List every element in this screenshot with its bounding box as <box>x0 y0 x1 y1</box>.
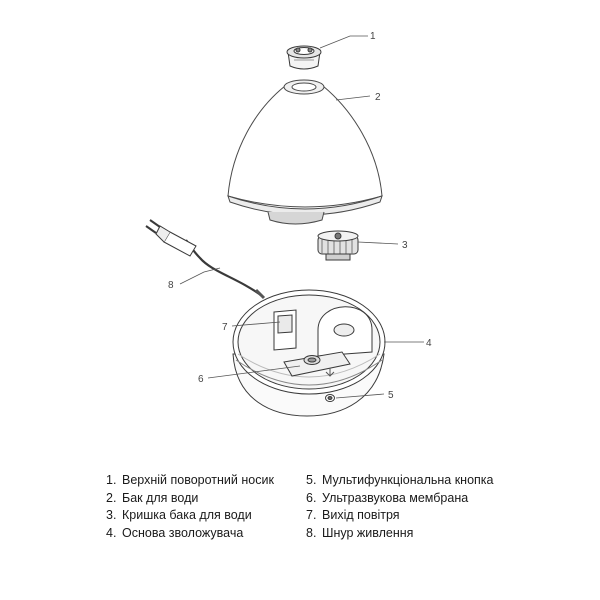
legend-item: 4. Основа зволожувача <box>106 525 274 543</box>
callout-8: 8 <box>168 280 174 291</box>
legend-item-label: Мультифункціональна кнопка <box>322 473 494 487</box>
legend-item-label: Вихід повітря <box>322 508 400 522</box>
legend-item: 6. Ультразвукова мембрана <box>306 490 494 508</box>
legend-item-number: 4. <box>106 525 117 540</box>
callout-2: 2 <box>375 92 381 103</box>
water-tank-part <box>227 79 383 225</box>
air-outlet-part <box>273 309 297 351</box>
callout-1: 1 <box>370 31 376 42</box>
leader-line-1 <box>319 35 368 49</box>
leader-line-2 <box>335 95 371 101</box>
leader-line-5 <box>335 393 385 399</box>
legend-item-number: 1. <box>106 473 117 487</box>
legend-item: 8. Шнур живлення <box>306 525 494 543</box>
callout-6: 6 <box>198 374 204 385</box>
legend-right-column: 5. Мультифункціональна кнопка 6. Ультразву… <box>306 472 494 542</box>
top-nozzle-part <box>286 45 322 70</box>
power-cord-part <box>145 219 266 300</box>
legend-item: 1. Верхній поворотний носик <box>106 472 274 490</box>
legend-item-number: 5. <box>306 473 317 487</box>
legend-item-number: 3. <box>106 508 117 522</box>
callout-7: 7 <box>222 322 228 333</box>
legend-item-number: 7. <box>306 508 317 522</box>
ultrasonic-membrane-part <box>283 306 373 377</box>
legend-item-label: Верхній поворотний носик <box>122 473 274 487</box>
leader-line-3 <box>357 241 399 245</box>
legend-item-number: 2. <box>106 490 117 505</box>
tank-cap-part <box>317 230 359 261</box>
legend-item: 7. Вихід повітря <box>306 507 494 525</box>
callout-numbers: 1 2 3 4 5 6 7 8 <box>168 31 432 401</box>
legend-item-label: Шнур живлення <box>322 525 414 540</box>
leader-line-6 <box>207 365 301 379</box>
leader-lines <box>179 35 424 399</box>
legend-item: 5. Мультифункціональна кнопка <box>306 472 494 490</box>
leader-line-7 <box>231 321 281 327</box>
legend-item-label: Основа зволожувача <box>122 525 244 540</box>
callout-5: 5 <box>388 390 394 401</box>
legend-item-label: Ультразвукова мембрана <box>322 490 469 505</box>
legend-item: 3. Кришка бака для води <box>106 507 274 525</box>
legend-item-label: Кришка бака для води <box>122 508 252 522</box>
legend-left-column: 1. Верхній поворотний носик 2. Бак для вод… <box>106 472 274 542</box>
callout-4: 4 <box>426 338 432 349</box>
leader-line-8 <box>179 267 221 285</box>
multifunction-button-part <box>325 394 335 402</box>
legend-item-number: 8. <box>306 525 317 540</box>
callout-3: 3 <box>402 240 408 251</box>
legend-item-number: 6. <box>306 490 317 505</box>
legend-item-label: Бак для води <box>122 490 199 505</box>
legend-item: 2. Бак для води <box>106 490 274 508</box>
